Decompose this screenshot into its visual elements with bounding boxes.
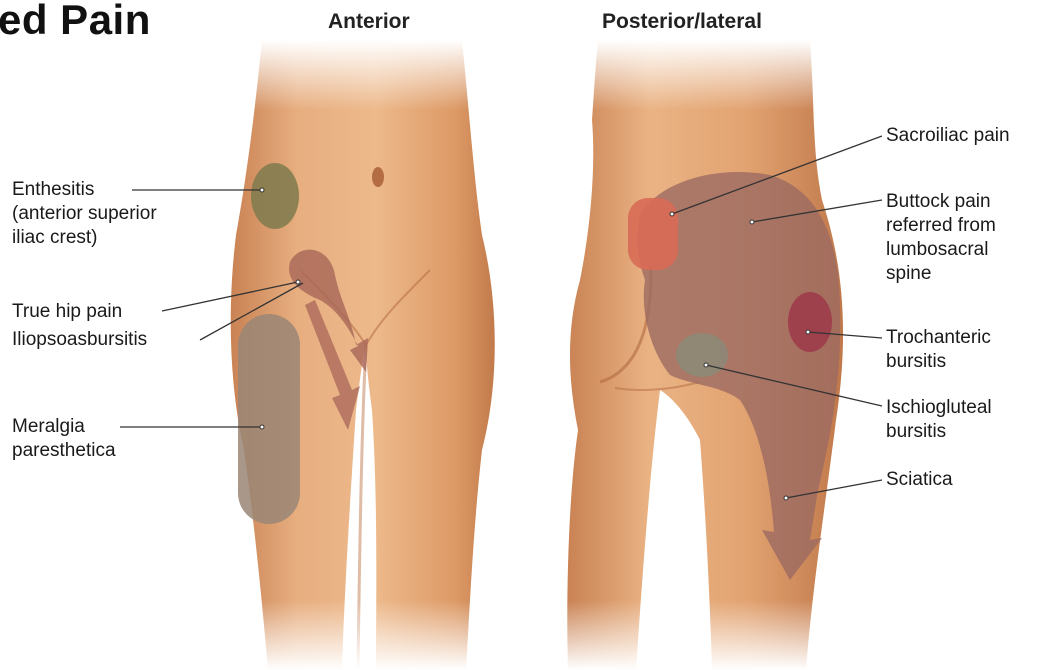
meralgia-label: Meralgia paresthetica: [12, 415, 116, 463]
true-hip-label: True hip pain: [12, 300, 122, 324]
buttock-line-4: spine: [886, 262, 996, 286]
enthesitis-label: Enthesitis (anterior superior iliac cres…: [12, 178, 157, 250]
sacroiliac-line-1: Sacroiliac pain: [886, 124, 1010, 148]
navel: [372, 167, 384, 187]
meralgia-line-2: paresthetica: [12, 439, 116, 463]
ischiogluteal-label: Ischiogluteal bursitis: [886, 396, 992, 444]
trochanteric-label: Trochanteric bursitis: [886, 326, 991, 374]
buttock-line-3: lumbosacral: [886, 238, 996, 262]
trochanteric-line-1: Trochanteric: [886, 326, 991, 350]
meralgia-zone: [238, 314, 300, 524]
buttock-label: Buttock pain referred from lumbosacral s…: [886, 190, 996, 286]
buttock-line-2: referred from: [886, 214, 996, 238]
enthesitis-line-1: Enthesitis: [12, 178, 157, 202]
sciatica-line-1: Sciatica: [886, 468, 953, 492]
true-hip-line-1: True hip pain: [12, 300, 122, 324]
ischiogluteal-line-2: bursitis: [886, 420, 992, 444]
iliopsoas-line-1: Iliopsoasbursitis: [12, 328, 147, 352]
meralgia-line-1: Meralgia: [12, 415, 116, 439]
enthesitis-line-3: iliac crest): [12, 226, 157, 250]
iliopsoas-label: Iliopsoasbursitis: [12, 328, 147, 352]
ischiogluteal-line-1: Ischiogluteal: [886, 396, 992, 420]
ischiogluteal-zone: [676, 333, 728, 377]
sacroiliac-label: Sacroiliac pain: [886, 124, 1010, 148]
enthesitis-zone: [251, 163, 299, 229]
trochanteric-line-2: bursitis: [886, 350, 991, 374]
buttock-line-1: Buttock pain: [886, 190, 996, 214]
enthesitis-line-2: (anterior superior: [12, 202, 157, 226]
sciatica-label: Sciatica: [886, 468, 953, 492]
sacroiliac-zone: [628, 198, 678, 270]
trochanteric-zone: [788, 292, 832, 352]
